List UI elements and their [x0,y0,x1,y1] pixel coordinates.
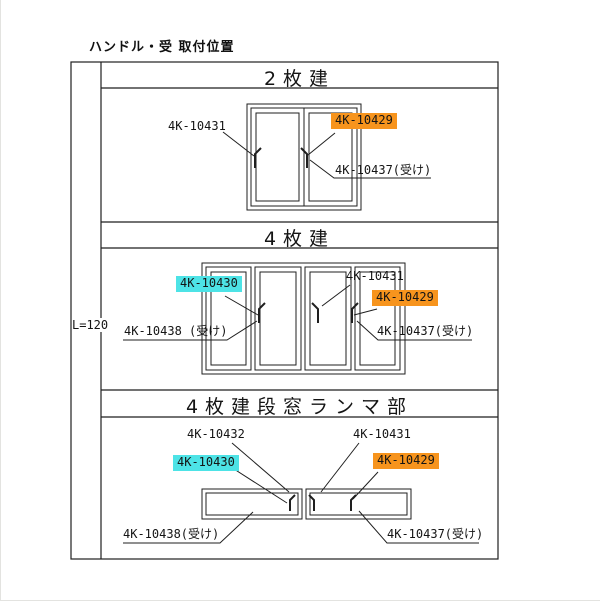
leader-line [358,510,479,544]
section-header-4panel: 4枚建 [263,228,336,250]
page-title: ハンドル・受 取付位置 [89,40,235,55]
section2-window-drawing [123,262,472,375]
leader-line [233,468,288,504]
part-label-4k-10431: 4K-10431 [168,119,226,133]
leader-line [307,132,336,156]
leader-line [123,320,258,341]
leader-line [309,159,431,179]
dimension-label-l120: L=120 [72,318,109,332]
part-label-4k-10429-highlight: 4K-10429 [372,290,438,306]
handle-icon [300,147,308,168]
part-label-4k-10429-highlight: 4K-10429 [373,453,439,469]
leader-line [320,442,360,493]
part-label-4k-10431: 4K-10431 [353,427,411,441]
leader-line [123,511,254,544]
part-label-4k-10432: 4K-10432 [187,427,245,441]
leader-line [352,471,379,500]
section-header-4panel-transom: 4枚建段窓ランマ部 [185,396,414,418]
part-label-4k-10430-highlight: 4K-10430 [176,276,242,292]
part-label-4k-10429-highlight: 4K-10429 [331,113,397,129]
leader-line [224,295,259,316]
handle-icon [308,494,315,511]
leader-line [356,320,472,341]
part-label-4k-10430-highlight: 4K-10430 [173,455,239,471]
part-label-4k-10437-receiver: 4K-10437(受け) [377,324,474,338]
section-header-2panel: 2枚建 [263,68,336,90]
handle-icon [350,494,357,511]
handle-icon [311,302,319,323]
handle-icon [351,302,359,323]
table-frame [70,61,499,560]
section1-window-drawing [222,103,431,211]
handle-icon [289,494,296,511]
part-label-4k-10437-receiver: 4K-10437(受け) [387,527,484,541]
part-label-4k-10437-receiver: 4K-10437(受け) [335,163,432,177]
leader-line [222,131,255,157]
handle-icon [258,302,266,323]
handle-icon [254,147,262,168]
leader-line [321,284,351,307]
part-label-4k-10431: 4K-10431 [346,269,404,283]
part-label-4k-10438-receiver: 4K-10438 (受け) [124,324,228,338]
leader-line [231,442,290,493]
leader-line [353,308,378,316]
section3-window-drawing [123,442,479,544]
part-label-4k-10438-receiver: 4K-10438(受け) [123,527,220,541]
